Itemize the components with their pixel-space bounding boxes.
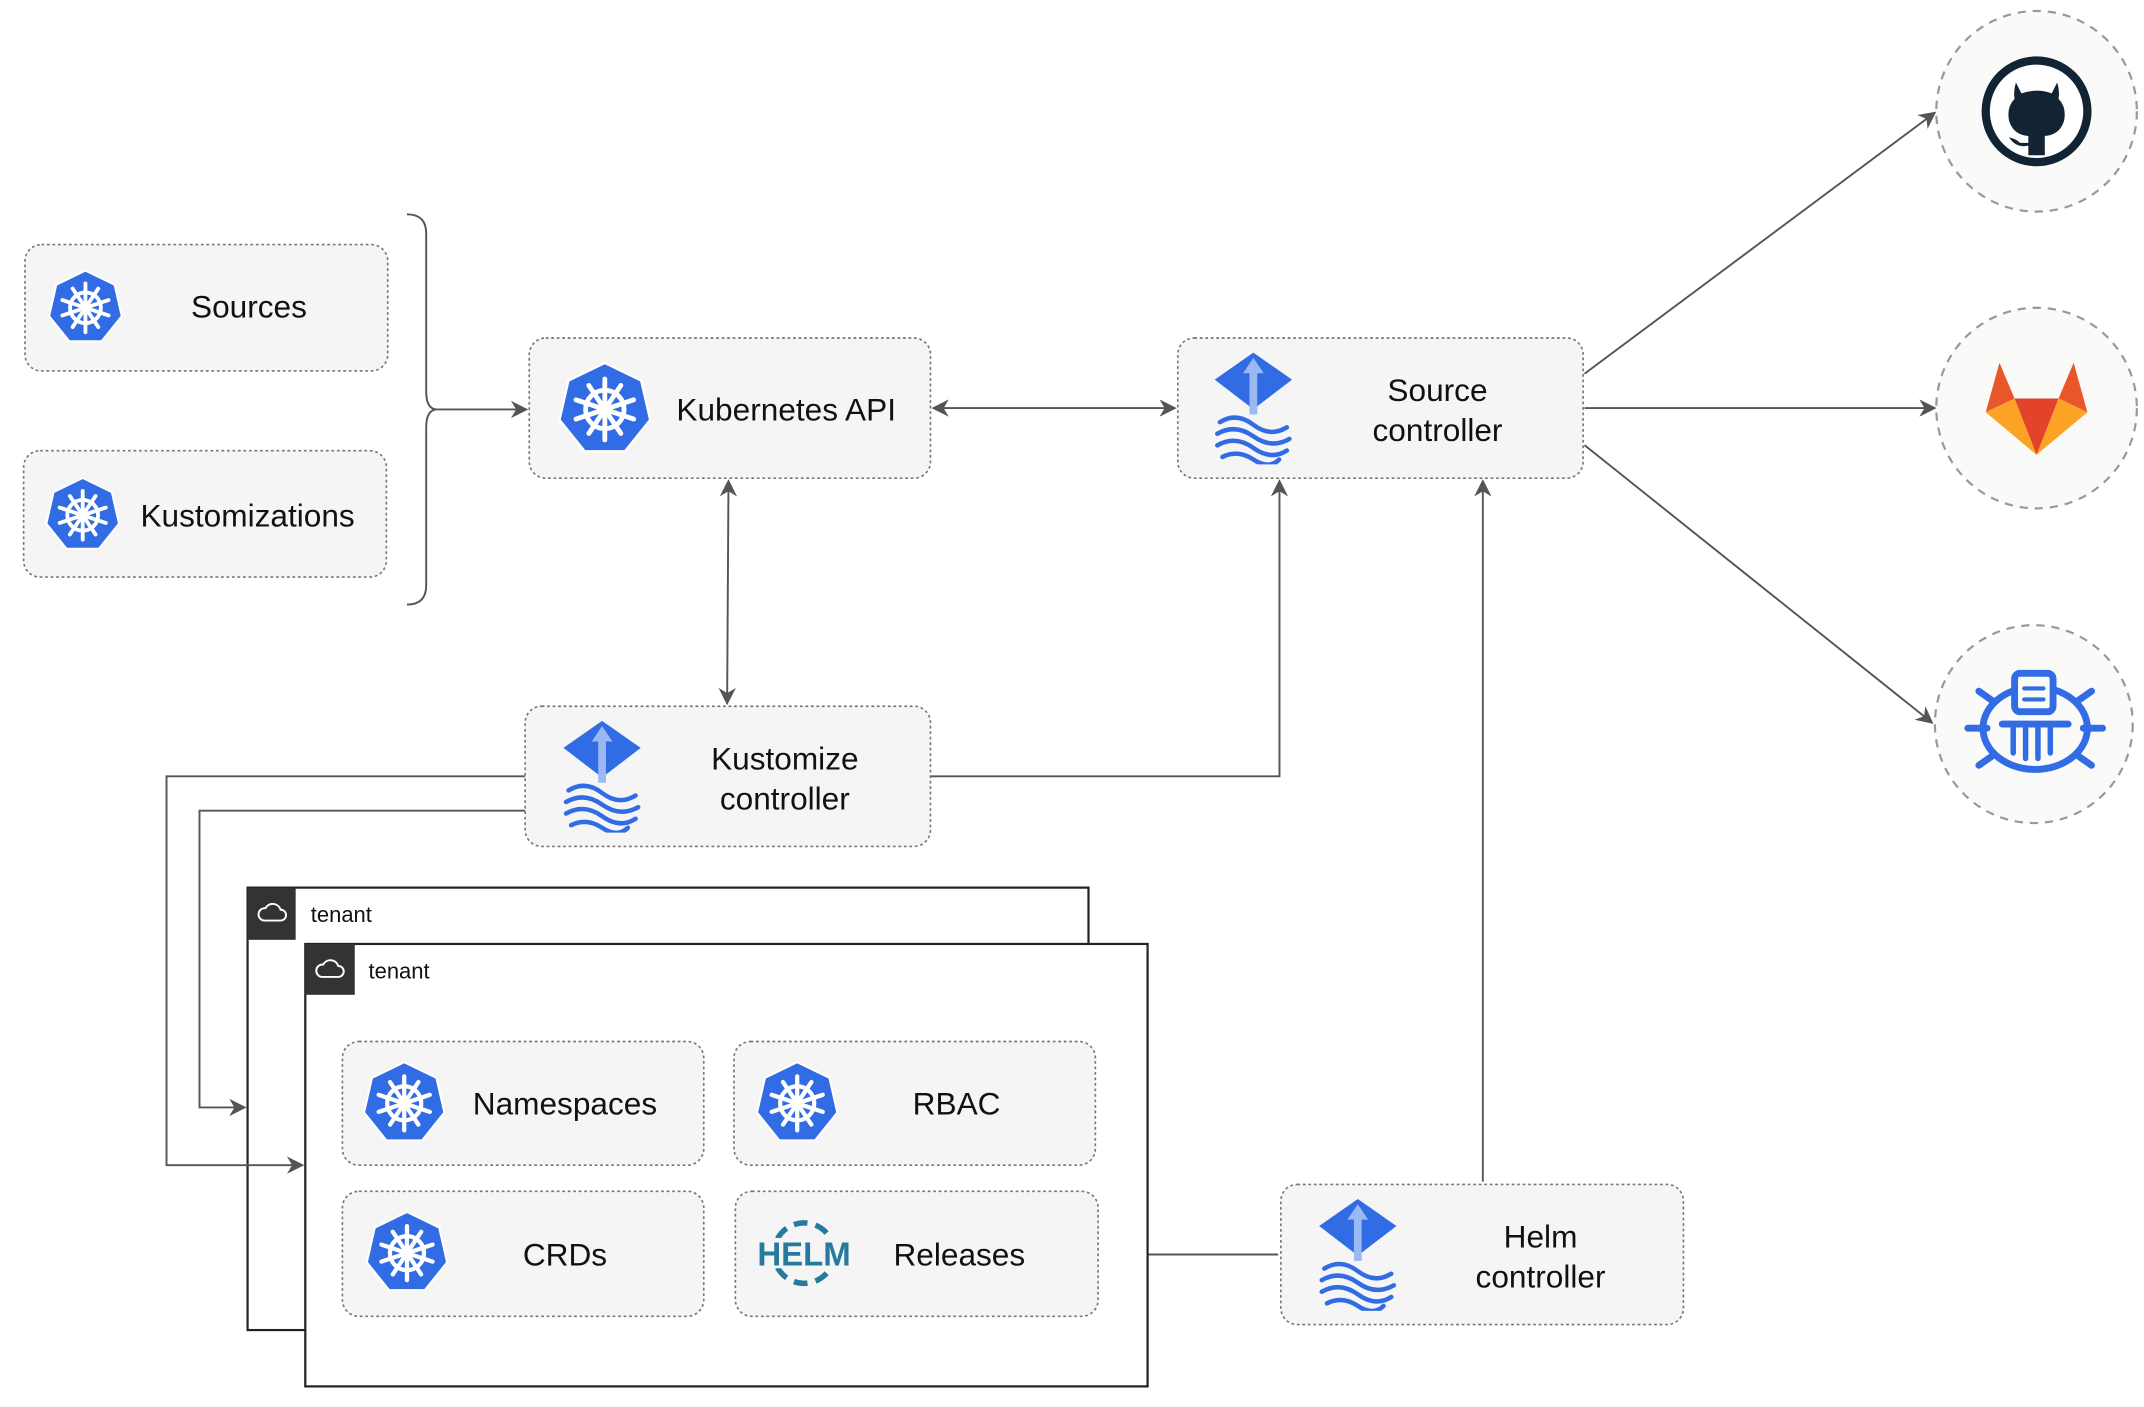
node-namespaces[interactable]: Namespaces [341,1040,705,1166]
github-icon [1981,56,2092,167]
edge-kustomize-to-tenant-front [165,775,526,1174]
node-label: Releases [893,1236,1025,1272]
node-releases[interactable]: HELM Releases [734,1190,1099,1318]
node-label: Helm [1504,1219,1578,1255]
node-crds[interactable]: CRDs [341,1190,705,1318]
node-label: CRDs [523,1236,607,1272]
edge-source-to-helm-repo [1583,444,1934,724]
node-label: Kustomize [711,740,858,776]
github-source[interactable] [1935,9,2138,213]
tenant-label: tenant [311,902,372,927]
helm-repository-source[interactable] [1933,624,2134,825]
grouping-bracket [406,213,438,606]
gitlab-icon [1985,362,2088,455]
gitlab-source[interactable] [1935,306,2138,510]
node-label: controller [1476,1258,1606,1294]
node-label: Sources [191,288,307,324]
tenant-label: tenant [369,958,430,983]
node-sources[interactable]: Sources [24,243,389,372]
node-label: Namespaces [473,1085,657,1121]
node-label: Kustomizations [140,497,354,533]
edge-kustomize-to-tenant-back [198,809,526,1117]
node-label: Kubernetes API [676,391,896,427]
node-kubernetes-api[interactable]: Kubernetes API [528,337,932,479]
helm-icon: HELM [757,1220,851,1287]
node-rbac[interactable]: RBAC [733,1040,1097,1166]
node-source-controller[interactable]: Source controller [1176,337,1584,479]
edge-api-kustomize-controller [718,479,738,706]
edge-kustomize-to-source [930,479,1289,778]
helm-logo-text: HELM [757,1235,850,1272]
node-label: RBAC [913,1085,1001,1121]
node-kustomize-controller[interactable]: Kustomize controller [524,705,932,848]
node-label: Source [1387,372,1487,408]
node-kustomizations[interactable]: Kustomizations [22,449,388,578]
edge-source-to-github [1583,111,1937,375]
node-label: controller [720,780,850,816]
helm-repository-icon [1964,669,2106,773]
node-label: controller [1373,412,1503,448]
node-helm-controller[interactable]: Helm controller [1280,1183,1685,1326]
